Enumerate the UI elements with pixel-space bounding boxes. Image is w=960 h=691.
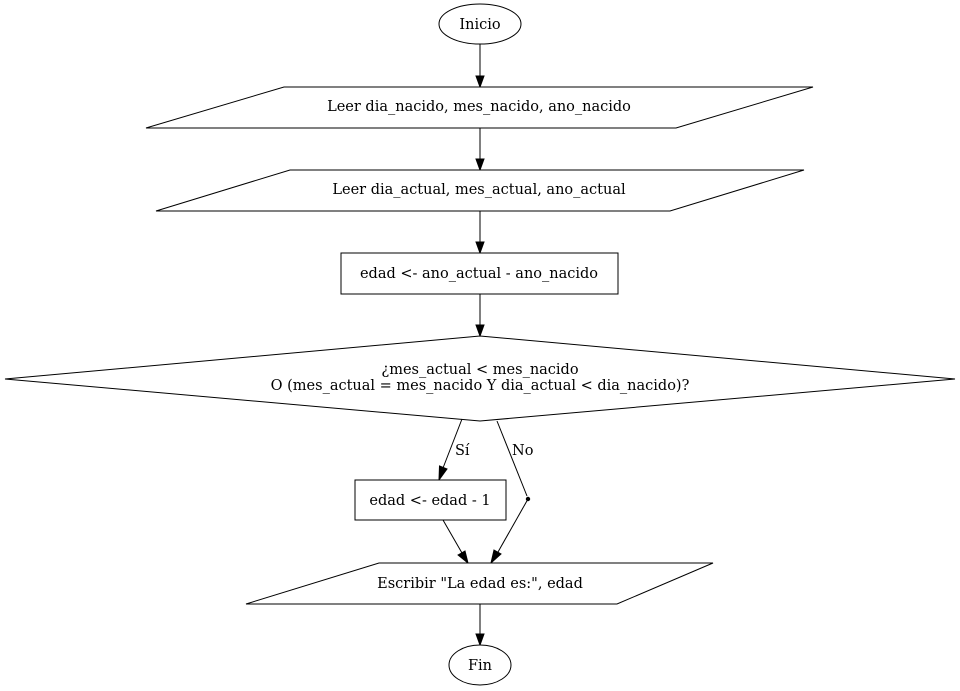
arrowhead [475,158,485,172]
decision-node: ¿mes_actual < mes_nacido O (mes_actual =… [4,335,956,422]
read-birth-label: Leer dia_nacido, mes_nacido, ano_nacido [327,99,631,115]
decrement-label: edad <- edad - 1 [369,493,490,509]
edge-write-to-end [475,604,485,647]
arrowhead [475,324,485,338]
end-label: Fin [468,658,492,674]
edge-decision-no: No [496,420,533,497]
arrowhead [490,549,502,565]
arrowhead [475,241,485,255]
arrowhead [475,75,485,89]
arrowhead [475,633,485,647]
end-node: Fin [448,644,512,686]
read-birth-node: Leer dia_nacido, mes_nacido, ano_nacido [145,86,814,129]
edge-label-yes: Sí [455,443,470,459]
write-age-node: Escribir "La edad es:", edad [245,562,714,605]
calc-age-node: edad <- ano_actual - ano_nacido [340,252,619,295]
edge-read-birth-to-read-current [475,128,485,172]
write-age-label: Escribir "La edad es:", edad [377,576,583,592]
edge-calc-age-to-decision [475,294,485,338]
read-current-label: Leer dia_actual, mes_actual, ano_actual [332,182,626,198]
edge-start-to-read-birth [475,44,485,89]
calc-age-label: edad <- ano_actual - ano_nacido [360,266,598,282]
arrowhead [438,465,448,482]
decision-label-line-2: O (mes_actual = mes_nacido Y dia_actual … [271,378,690,394]
start-node: Inicio [438,3,522,45]
edge-label-no: No [512,443,533,459]
edge-decision-yes: Sí [438,418,470,482]
decision-label-line-1: ¿mes_actual < mes_nacido [381,362,578,378]
read-current-node: Leer dia_actual, mes_actual, ano_actual [155,169,805,212]
arrowhead [457,550,469,565]
edge-read-current-to-calc-age [475,211,485,255]
edge-junction-to-write [490,498,529,565]
edge-decrement-to-write [442,519,469,565]
start-label: Inicio [459,17,500,33]
decrement-node: edad <- edad - 1 [354,479,507,521]
